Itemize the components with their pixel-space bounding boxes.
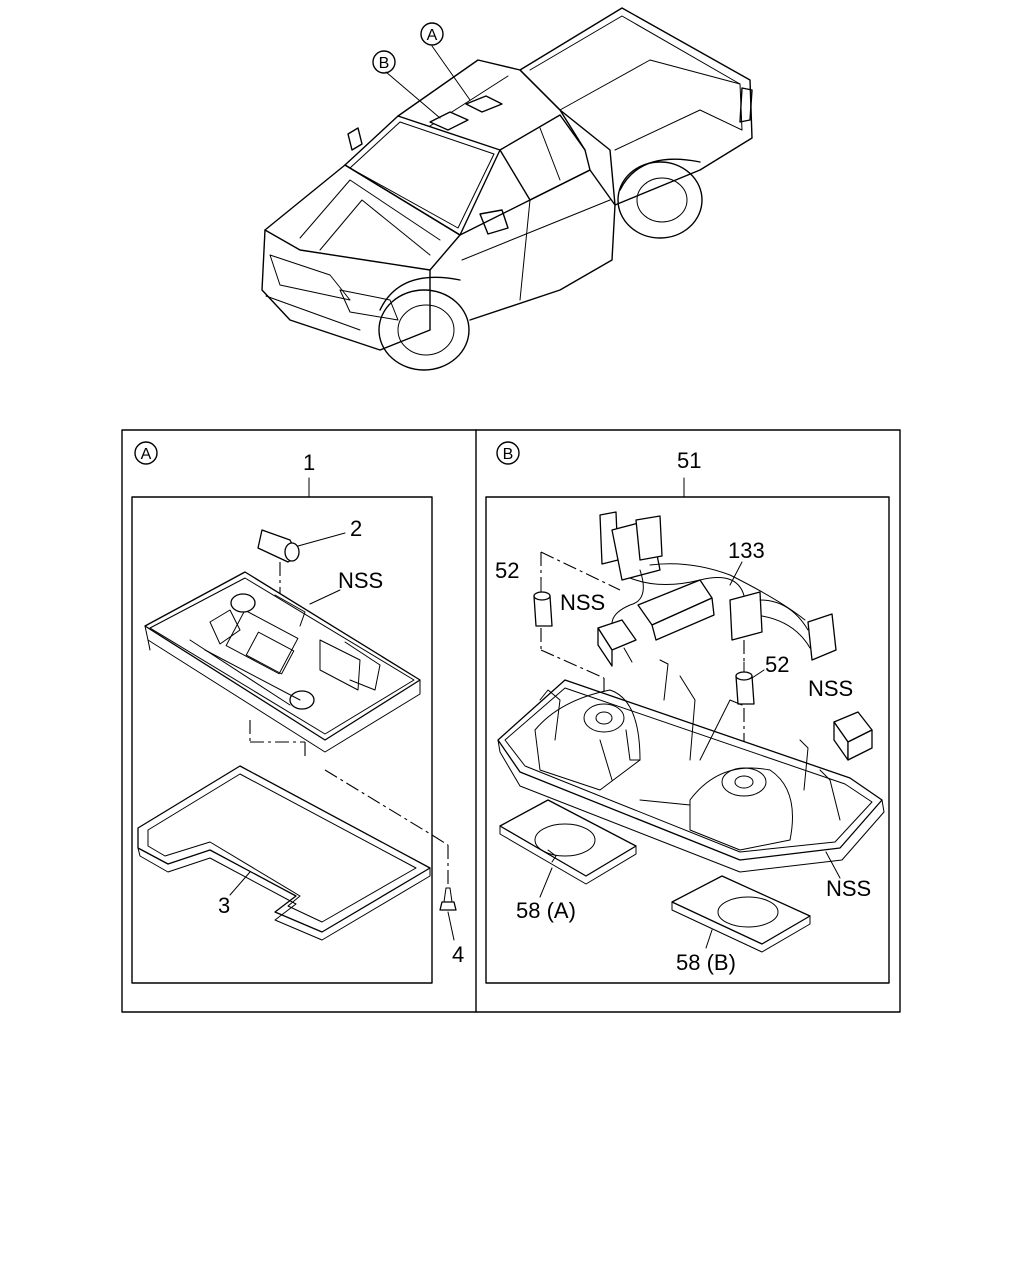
panel-b-view-label: B: [503, 446, 514, 463]
panel-a: A 1 2 NSS: [131, 441, 464, 984]
lamp-housing: [144, 571, 421, 753]
roof-lamp-b: [429, 111, 469, 131]
lamp-housing-51: [497, 659, 885, 873]
callout-a-label: A: [427, 27, 438, 44]
bulb-part-52-left: [533, 579, 553, 627]
lens-part-58a: [499, 799, 637, 885]
part-51-label: 51: [677, 448, 701, 473]
part-1-label: 1: [303, 450, 315, 475]
part-52-right-label: 52: [765, 652, 789, 677]
nss-left-label: NSS: [560, 590, 605, 615]
lens-part-58b: [671, 875, 811, 953]
nss-clip-left: [597, 619, 637, 667]
part-133-label: 133: [728, 538, 765, 563]
detail-frame: [121, 429, 901, 1013]
part-58b-label: 58 (B): [676, 950, 736, 975]
callout-a: A: [420, 22, 444, 46]
callout-b: B: [372, 50, 396, 74]
callout-b-label: B: [379, 55, 390, 72]
lens-part-3: [137, 765, 431, 941]
panel-b-view-marker: B: [496, 441, 520, 465]
part-3-label: 3: [218, 893, 230, 918]
panel-a-inner-box: [131, 496, 433, 984]
nss-right-label: NSS: [808, 676, 853, 701]
part-4-label: 4: [452, 942, 464, 967]
nss-bottom-label: NSS: [826, 876, 871, 901]
part-52-left-label: 52: [495, 558, 519, 583]
truck-illustration: [261, 7, 753, 371]
nss-clip-right: [833, 711, 873, 761]
part-58a-label: 58 (A): [516, 898, 576, 923]
wiring-harness-133: [599, 511, 837, 661]
panel-a-view-label: A: [141, 446, 152, 463]
panel-b: B 51 133: [485, 441, 890, 984]
panel-b-inner-box: [485, 496, 890, 984]
part-a-nss-label: NSS: [338, 568, 383, 593]
roof-lamp-a: [465, 95, 503, 113]
bulb-part-2: [257, 529, 346, 620]
screw-part-4: [439, 887, 457, 941]
part-2-label: 2: [350, 516, 362, 541]
bulb-part-52-right: [735, 661, 755, 705]
panel-a-view-marker: A: [134, 441, 158, 465]
